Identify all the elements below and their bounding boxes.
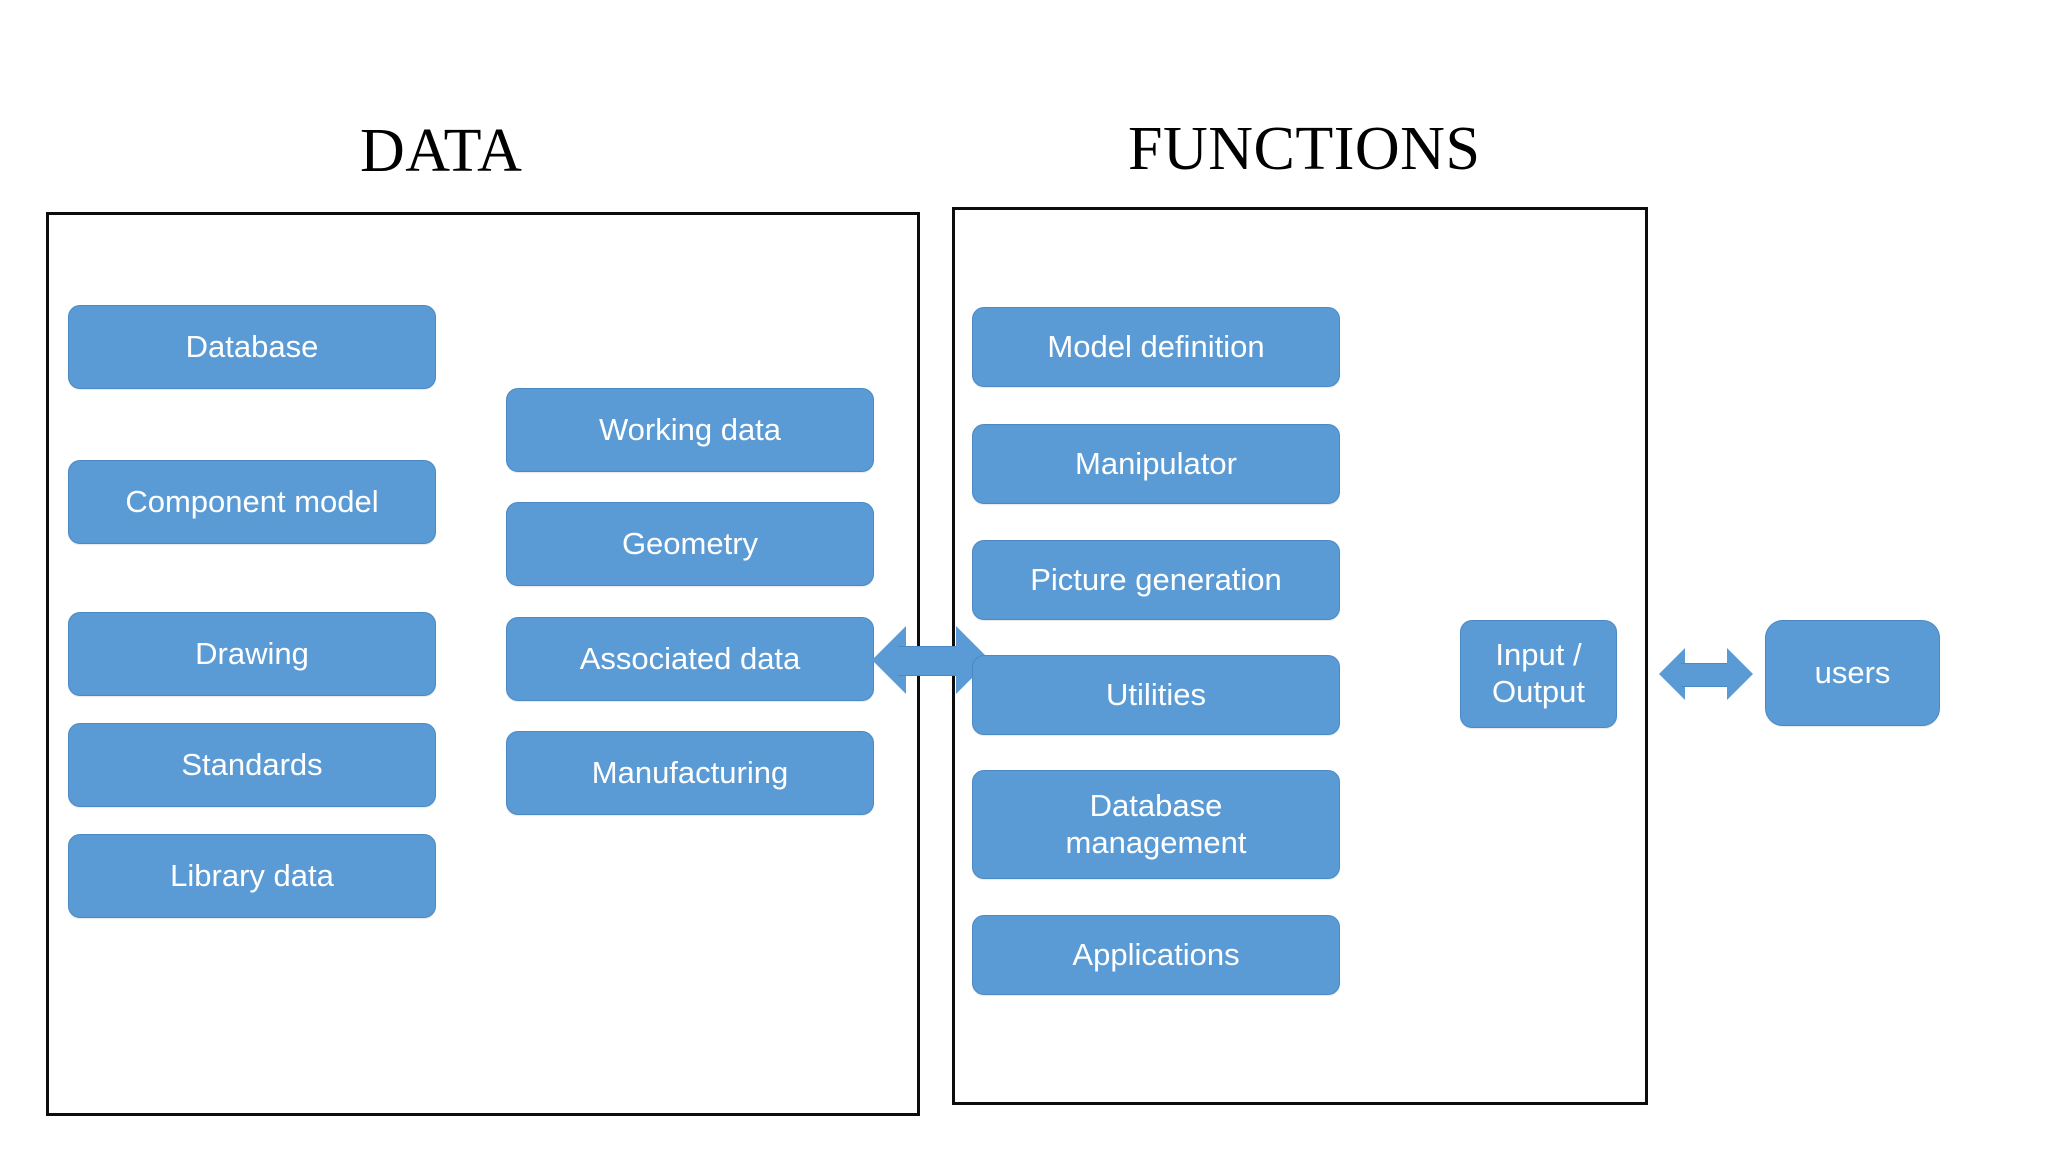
io-users-arrow-icon xyxy=(1659,640,1753,708)
node-utilities[interactable]: Utilities xyxy=(972,655,1340,735)
node-associated-data[interactable]: Associated data xyxy=(506,617,874,701)
node-geometry[interactable]: Geometry xyxy=(506,502,874,586)
node-applications[interactable]: Applications xyxy=(972,915,1340,995)
node-picture-generation[interactable]: Picture generation xyxy=(972,540,1340,620)
arrow-shaft xyxy=(898,646,964,676)
node-library-data[interactable]: Library data xyxy=(68,834,436,918)
node-component-model[interactable]: Component model xyxy=(68,460,436,544)
node-manufacturing[interactable]: Manufacturing xyxy=(506,731,874,815)
node-manipulator[interactable]: Manipulator xyxy=(972,424,1340,504)
arrow-head-left-icon xyxy=(1659,648,1685,700)
section-title-functions: FUNCTIONS xyxy=(1128,115,1481,183)
node-database-management[interactable]: Database management xyxy=(972,770,1340,879)
node-model-definition[interactable]: Model definition xyxy=(972,307,1340,387)
node-drawing[interactable]: Drawing xyxy=(68,612,436,696)
arrow-head-right-icon xyxy=(1727,648,1753,700)
node-working-data[interactable]: Working data xyxy=(506,388,874,472)
section-title-data: DATA xyxy=(360,117,523,185)
arrow-shaft xyxy=(1681,663,1731,687)
node-database[interactable]: Database xyxy=(68,305,436,389)
node-input-output[interactable]: Input / Output xyxy=(1460,620,1617,728)
node-standards[interactable]: Standards xyxy=(68,723,436,807)
node-users[interactable]: users xyxy=(1765,620,1940,726)
